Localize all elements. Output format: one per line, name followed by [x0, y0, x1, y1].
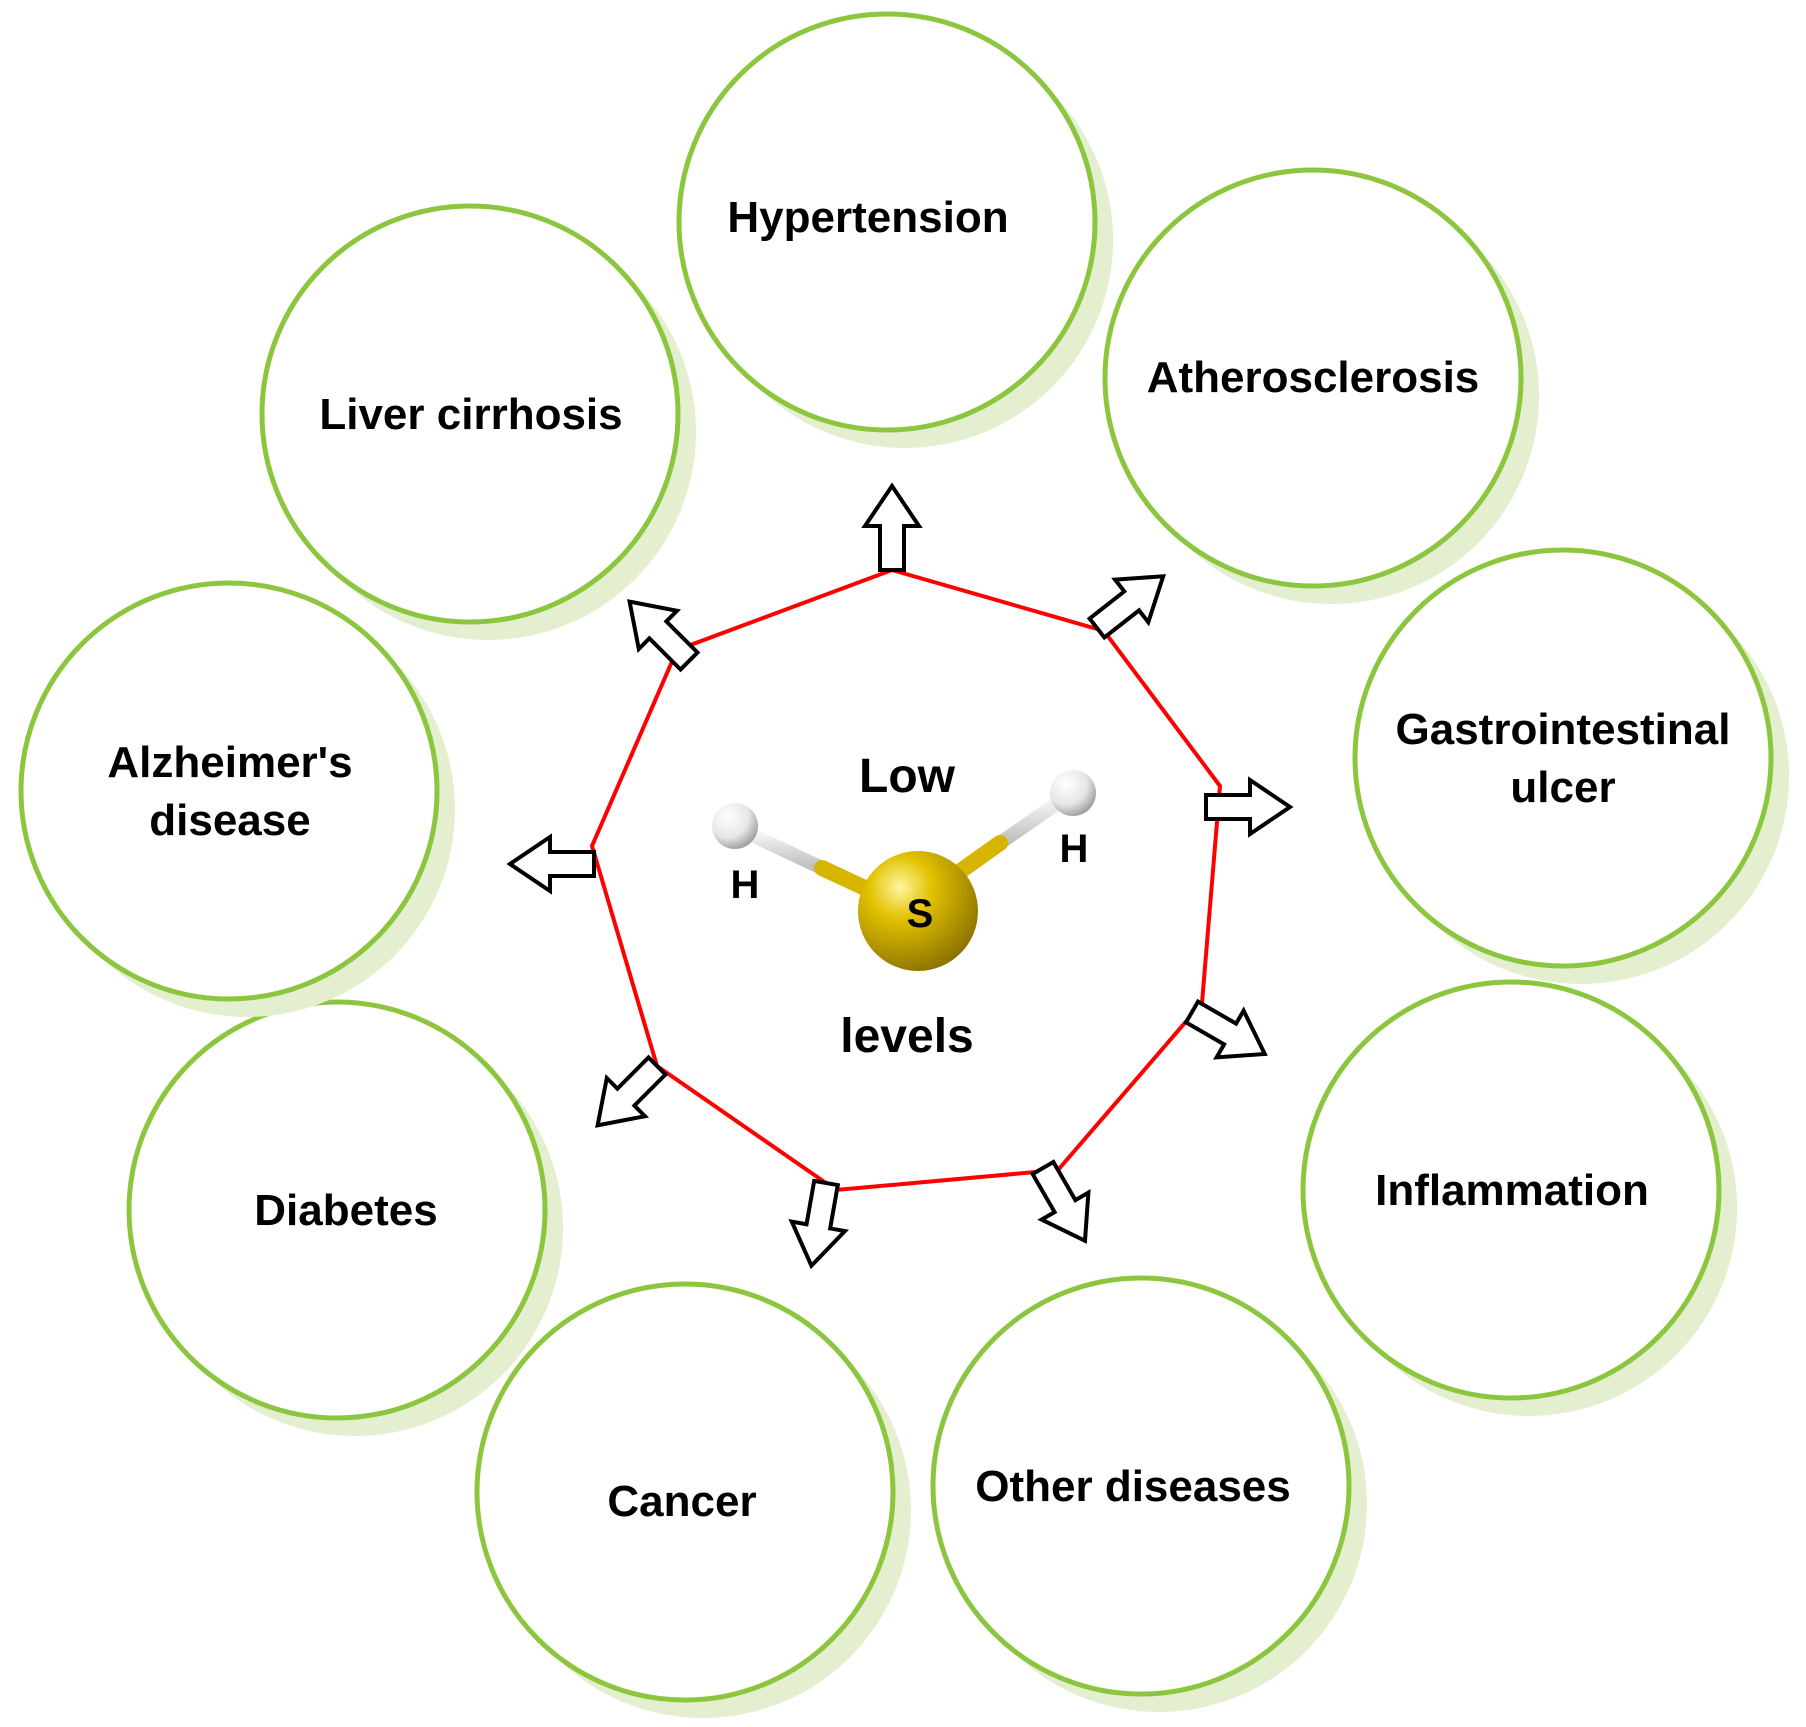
disease-label: Atherosclerosis: [1147, 353, 1480, 402]
circle-other-diseases: Other diseases: [930, 1275, 1367, 1712]
disease-label: Gastrointestinal ulcer: [1396, 705, 1731, 812]
atom-label-h-left: H: [731, 863, 760, 907]
bond-right-s: [947, 835, 1008, 883]
circle-liver-cirrhosis: Liver cirrhosis: [259, 203, 696, 640]
outward-arrow-icon: [627, 599, 701, 673]
disease-label: Liver cirrhosis: [319, 390, 622, 439]
disease-label-line: Inflammation: [1375, 1166, 1649, 1215]
disease-label-line: Cancer: [607, 1477, 756, 1526]
circle-atherosclerosis: Atherosclerosis: [1102, 167, 1539, 604]
atom-label-s: S: [907, 892, 934, 936]
circle-gastrointestinal-ulcer: Gastrointestinal ulcer: [1352, 547, 1789, 984]
circle-hypertension: Hypertension: [676, 11, 1113, 448]
circle-diabetes: Diabetes: [126, 999, 563, 1436]
circle-alzheimers-disease: Alzheimer's disease: [18, 580, 455, 1017]
disease-label: Hypertension: [727, 193, 1008, 242]
outward-arrow-icon: [861, 482, 923, 572]
outward-arrow-icon: [788, 1178, 850, 1270]
outward-arrow-icon: [1204, 776, 1294, 838]
hydrogen-atom-right-icon: [1050, 770, 1096, 816]
disease-label-line: ulcer: [1510, 763, 1615, 812]
circle-outline: [18, 580, 440, 1002]
disease-label: Alzheimer's disease: [107, 738, 352, 845]
outward-arrow-icon: [506, 833, 596, 895]
circle-outline: [126, 999, 548, 1421]
disease-label-line: Gastrointestinal: [1396, 705, 1731, 754]
outward-arrow-icon: [595, 1054, 669, 1128]
circle-outline: [1352, 547, 1774, 969]
center-label-bottom: levels: [840, 1010, 973, 1063]
disease-label-line: Other diseases: [975, 1462, 1291, 1511]
outward-arrows: [506, 482, 1294, 1270]
outward-arrow-icon: [1029, 1159, 1091, 1244]
disease-label: Inflammation: [1375, 1166, 1649, 1215]
circle-inflammation: Inflammation: [1300, 979, 1737, 1416]
disease-label-line: Liver cirrhosis: [319, 390, 622, 439]
circle-cancer: Cancer: [474, 1281, 911, 1718]
outward-arrow-icon: [1183, 998, 1268, 1060]
circle-outline: [474, 1281, 896, 1703]
circle-outline: [1300, 979, 1722, 1401]
disease-label-line: Atherosclerosis: [1147, 353, 1480, 402]
circle-outline: [1102, 167, 1524, 589]
disease-label: Other diseases: [975, 1462, 1291, 1511]
low-levels-center: Low levels S H H: [506, 482, 1294, 1270]
disease-label-line: disease: [149, 796, 310, 845]
h2s-molecule-icon: S H H: [712, 770, 1096, 971]
hydrogen-atom-left-icon: [712, 803, 758, 849]
circle-outline: [259, 203, 681, 625]
disease-label-line: Hypertension: [727, 193, 1008, 242]
outward-arrow-icon: [1086, 574, 1167, 641]
circle-outline: [930, 1275, 1352, 1697]
disease-label-line: Alzheimer's: [107, 738, 352, 787]
disease-label-line: Diabetes: [254, 1186, 437, 1235]
circle-outline: [676, 11, 1098, 433]
disease-circles: HypertensionAtherosclerosisGastrointesti…: [18, 11, 1789, 1718]
disease-label: Cancer: [607, 1477, 756, 1526]
sulfur-atom-icon: [858, 851, 978, 971]
atom-label-h-right: H: [1060, 827, 1089, 871]
center-label-top: Low: [859, 750, 956, 803]
disease-label: Diabetes: [254, 1186, 437, 1235]
